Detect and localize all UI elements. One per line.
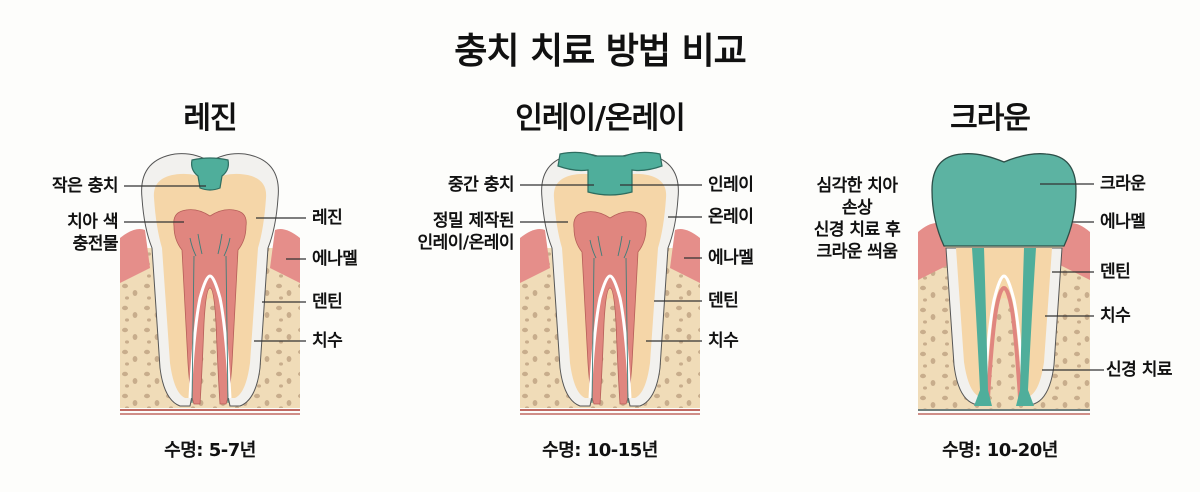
- label-crown-desc-2: 손상: [841, 198, 873, 218]
- label-pulp: 치수: [312, 331, 343, 351]
- panel-title-resin: 레진: [183, 101, 237, 136]
- label-inlay: 인레이: [708, 175, 754, 195]
- label-tooth-color-filling-1: 치아 색: [67, 212, 118, 232]
- lifespan-crown: 수명: 10-20년: [942, 440, 1058, 461]
- label-root-canal: 신경 치료: [1106, 360, 1172, 380]
- panel-title-crown: 크라운: [950, 101, 1031, 136]
- resin-tooth-diagram: [120, 153, 300, 415]
- label-medium-cavity: 중간 충치: [448, 175, 514, 195]
- label-dentin: 덴틴: [708, 291, 739, 311]
- label-pulp: 치수: [1100, 306, 1131, 326]
- label-crown: 크라운: [1100, 174, 1146, 194]
- inlay-onlay-tooth-diagram: [520, 151, 700, 415]
- label-dentin: 덴틴: [1100, 262, 1131, 282]
- label-enamel: 에나멜: [1100, 212, 1146, 232]
- label-small-cavity: 작은 충치: [52, 176, 118, 196]
- lifespan-inlay-onlay: 수명: 10-15년: [542, 440, 658, 461]
- label-crown-desc-1: 심각한 치아: [816, 176, 898, 196]
- label-pulp: 치수: [708, 331, 739, 351]
- label-enamel: 에나멜: [312, 249, 358, 269]
- label-onlay: 온레이: [708, 207, 754, 227]
- crown-tooth-diagram: [918, 153, 1090, 415]
- label-crown-desc-3: 신경 치료 후: [813, 220, 901, 240]
- label-precision-made-2: 인레이/온레이: [417, 233, 514, 253]
- label-dentin: 덴틴: [312, 292, 343, 312]
- label-enamel: 에나멜: [708, 248, 754, 268]
- label-precision-made-1: 정밀 제작된: [432, 211, 515, 231]
- label-crown-desc-4: 크라운 씌움: [816, 242, 898, 262]
- label-tooth-color-filling-2: 충전물: [72, 234, 119, 254]
- label-resin: 레진: [312, 208, 343, 228]
- page-title: 충치 치료 방법 비교: [454, 31, 747, 72]
- panel-title-inlay-onlay: 인레이/온레이: [515, 101, 686, 136]
- lifespan-resin: 수명: 5-7년: [164, 440, 256, 461]
